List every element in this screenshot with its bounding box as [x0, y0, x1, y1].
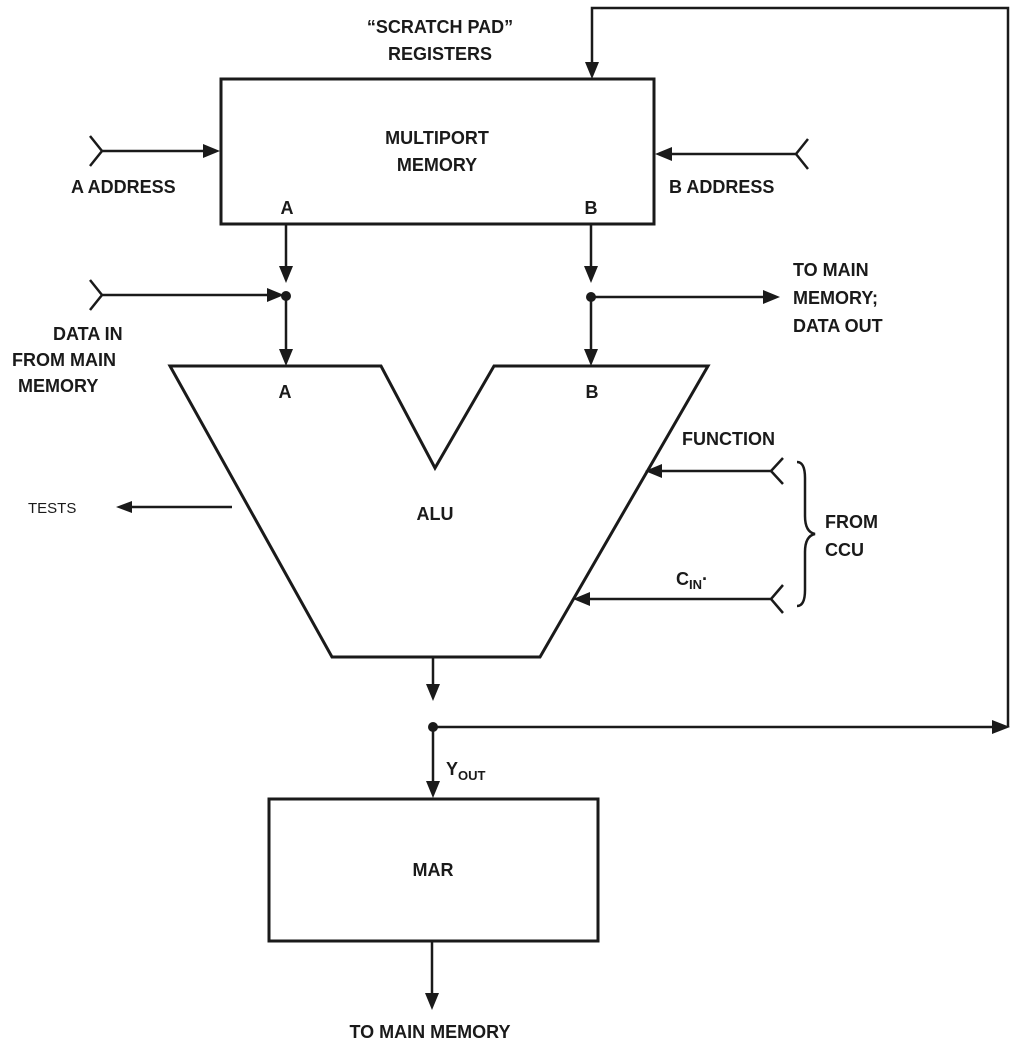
a-address-input: [89, 135, 220, 167]
b-address-label: B ADDRESS: [669, 177, 774, 197]
function-label: FUNCTION: [682, 429, 775, 449]
to-main-memory-data-out-line1: TO MAIN: [793, 260, 869, 280]
data-in-label-line3: MEMORY: [18, 376, 98, 396]
alu-input-b-label: B: [586, 382, 599, 402]
to-main-memory-data-out-line2: MEMORY;: [793, 288, 878, 308]
data-in-label-line1: DATA IN: [53, 324, 123, 344]
mar-label: MAR: [413, 860, 454, 880]
tests-label: TESTS: [28, 500, 76, 517]
tests-output: [116, 501, 232, 513]
alu-input-a-label: A: [279, 382, 292, 402]
data-in-label-line2: FROM MAIN: [12, 350, 116, 370]
carry-in-label: CIN·: [676, 569, 708, 592]
carry-in-input: [573, 584, 784, 614]
memory-port-b-label: B: [585, 198, 598, 218]
port-a-path: [279, 225, 293, 366]
y-out-label: YOUT: [446, 759, 486, 783]
a-address-label: A ADDRESS: [71, 177, 176, 197]
multiport-memory-box: [219, 77, 656, 226]
from-ccu-brace: [796, 460, 816, 608]
function-input: [645, 457, 784, 485]
to-main-memory-label: TO MAIN MEMORY: [350, 1022, 511, 1042]
scratch-pad-label-line1: “SCRATCH PAD”: [367, 17, 513, 37]
data-in-input: [89, 279, 284, 311]
scratch-pad-label-line2: REGISTERS: [388, 44, 492, 64]
feedback-path: [433, 6, 1010, 734]
mar-output-path: [425, 942, 439, 1010]
alu-output-path: [426, 658, 440, 798]
to-main-memory-data-out-line3: DATA OUT: [793, 316, 883, 336]
memory-port-a-label: A: [281, 198, 294, 218]
multiport-memory-label-line1: MULTIPORT: [385, 128, 489, 148]
port-b-path: [584, 225, 780, 366]
mar-box: [267, 797, 600, 943]
multiport-memory-label-line2: MEMORY: [397, 155, 477, 175]
from-ccu-label-line1: FROM: [825, 512, 878, 532]
b-address-input: [655, 138, 809, 170]
alu-label: ALU: [417, 504, 454, 524]
alu-shape: [167, 364, 711, 659]
from-ccu-label-line2: CCU: [825, 540, 864, 560]
